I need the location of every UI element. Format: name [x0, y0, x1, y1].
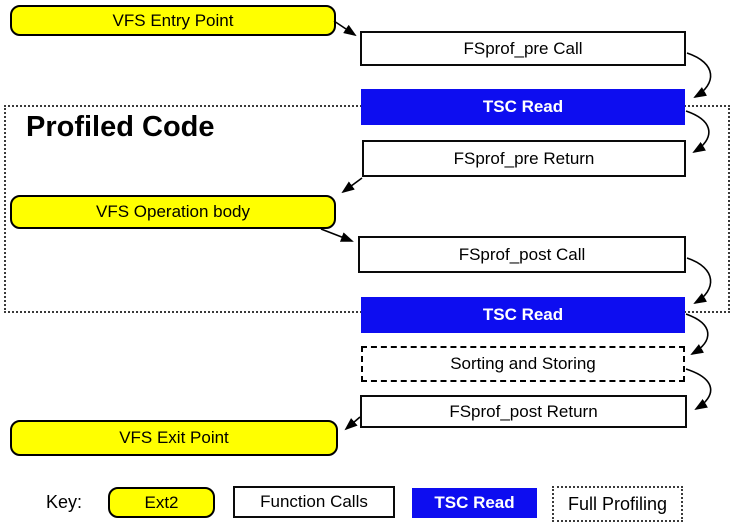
key-item-tsc-read-label: TSC Read: [434, 493, 515, 512]
node-tsc-read-2-label: TSC Read: [482, 305, 564, 324]
arrow-pre-call-to-tsc1: [686, 52, 712, 99]
key-item-full-profiling: Full Profiling: [552, 486, 683, 522]
node-vfs-entry-point: VFS Entry Point: [10, 5, 336, 36]
node-fsprof-post-return: FSprof_post Return: [360, 395, 687, 428]
key-item-tsc-read: TSC Read: [412, 488, 537, 518]
node-vfs-entry-point-label: VFS Entry Point: [112, 10, 234, 30]
key-item-ext2: Ext2: [108, 487, 215, 518]
key-item-ext2-label: Ext2: [144, 492, 179, 512]
node-fsprof-post-call: FSprof_post Call: [358, 236, 686, 273]
key-item-function-calls: Function Calls: [233, 486, 395, 518]
node-sorting-and-storing-label: Sorting and Storing: [450, 354, 596, 373]
node-fsprof-post-call-label: FSprof_post Call: [458, 244, 586, 264]
node-vfs-exit-point: VFS Exit Point: [10, 420, 338, 456]
node-fsprof-pre-call-label: FSprof_pre Call: [463, 38, 583, 58]
node-fsprof-pre-return: FSprof_pre Return: [362, 140, 686, 177]
node-vfs-exit-point-label: VFS Exit Point: [119, 428, 229, 447]
arrow-sorting-to-post-return: [685, 368, 712, 411]
arrow-post-return-to-exit: [344, 416, 361, 431]
key-item-full-profiling-label: Full Profiling: [567, 493, 668, 514]
key-item-function-calls-label: Function Calls: [260, 492, 368, 511]
node-sorting-and-storing: Sorting and Storing: [361, 346, 685, 382]
node-vfs-operation-body: VFS Operation body: [10, 195, 336, 229]
node-fsprof-post-return-label: FSprof_post Return: [449, 401, 598, 421]
node-fsprof-pre-call: FSprof_pre Call: [360, 31, 686, 66]
key-title: Key:: [46, 487, 82, 518]
node-tsc-read-1: TSC Read: [361, 89, 685, 125]
arrow-tsc2-to-sorting: [685, 313, 709, 356]
node-tsc-read-2: TSC Read: [361, 297, 685, 333]
profiled-code-label: Profiled Code: [26, 111, 215, 143]
arrow-entry-to-pre-call: [333, 20, 357, 37]
node-fsprof-pre-return-label: FSprof_pre Return: [453, 148, 595, 168]
key-title-label: Key:: [46, 492, 83, 512]
node-tsc-read-1-label: TSC Read: [482, 97, 564, 116]
node-vfs-operation-body-label: VFS Operation body: [95, 202, 251, 221]
